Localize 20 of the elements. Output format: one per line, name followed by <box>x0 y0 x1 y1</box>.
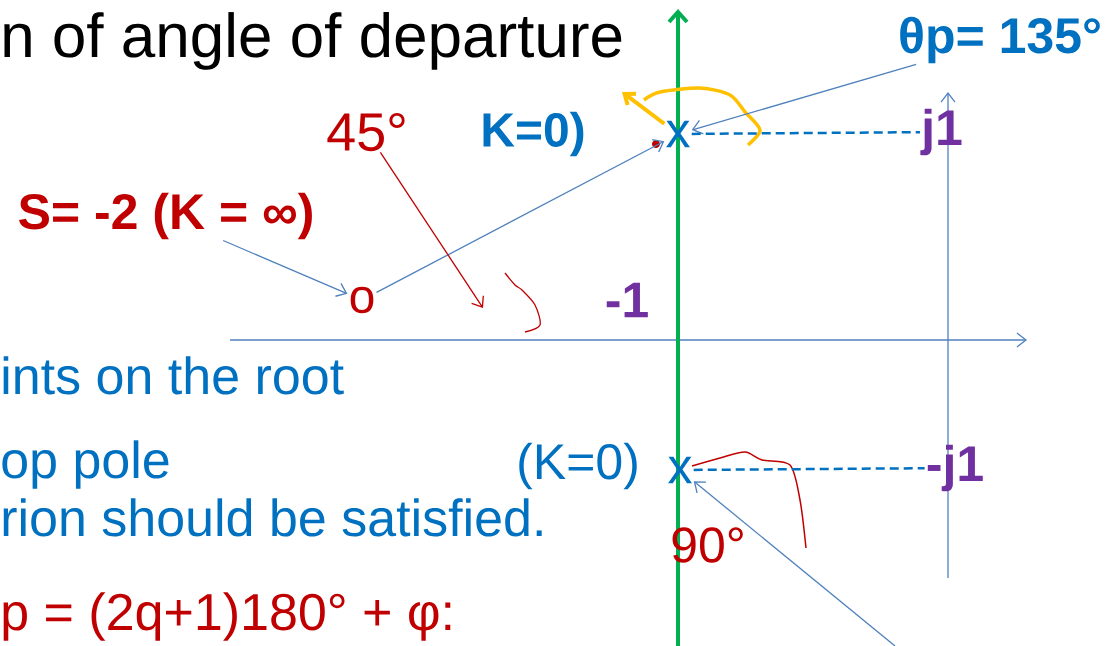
body-text: op pole <box>2 440 169 489</box>
gain-label: K=0) <box>483 111 584 157</box>
formula-text: p = (2q+1)180° + φ: <box>3 592 451 641</box>
arrow <box>691 63 917 135</box>
body-text: ints on the root <box>3 356 344 395</box>
arrow <box>622 91 666 126</box>
title: n of angle of departure <box>4 12 622 70</box>
dashed-line <box>693 467 925 472</box>
zero-mark: o <box>350 286 374 314</box>
angle-label: θp= 135° <box>900 16 1100 64</box>
gain-label: (K=0) <box>519 442 637 490</box>
arrow <box>379 151 484 308</box>
arrow <box>693 481 896 646</box>
dashed-line <box>691 130 920 136</box>
arrow <box>222 239 348 297</box>
body-text: rion should be satisfied. <box>3 498 542 537</box>
axis-label: -1 <box>606 282 648 318</box>
angle-label: 45° <box>327 112 405 152</box>
point-label: S= -2 (K = ∞) <box>19 192 312 240</box>
arrow <box>375 139 665 294</box>
